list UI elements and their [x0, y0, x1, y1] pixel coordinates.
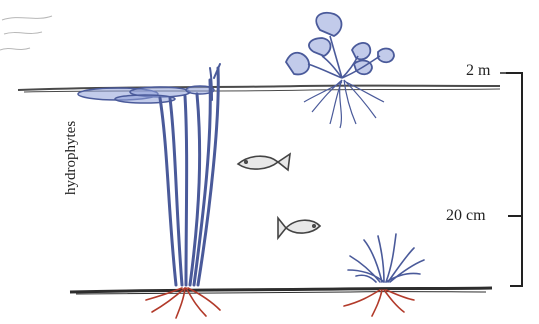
sky-sketch	[0, 16, 52, 50]
hydrophytes-label: hydrophytes	[64, 121, 79, 195]
pond-bottom	[70, 288, 492, 294]
submerged-roots	[344, 290, 414, 316]
depth-label-mid: 20 cm	[446, 208, 486, 224]
depth-scale	[500, 73, 522, 286]
floating-leaves	[78, 86, 214, 103]
emergent-plant	[160, 64, 220, 285]
floating-plant-roots	[304, 80, 384, 128]
floating-plant	[286, 13, 394, 75]
emergent-roots	[146, 288, 220, 318]
fish-icon	[238, 154, 290, 170]
fish-icon	[278, 218, 320, 238]
depth-label-top: 2 m	[466, 63, 490, 79]
submerged-plant	[348, 234, 424, 282]
